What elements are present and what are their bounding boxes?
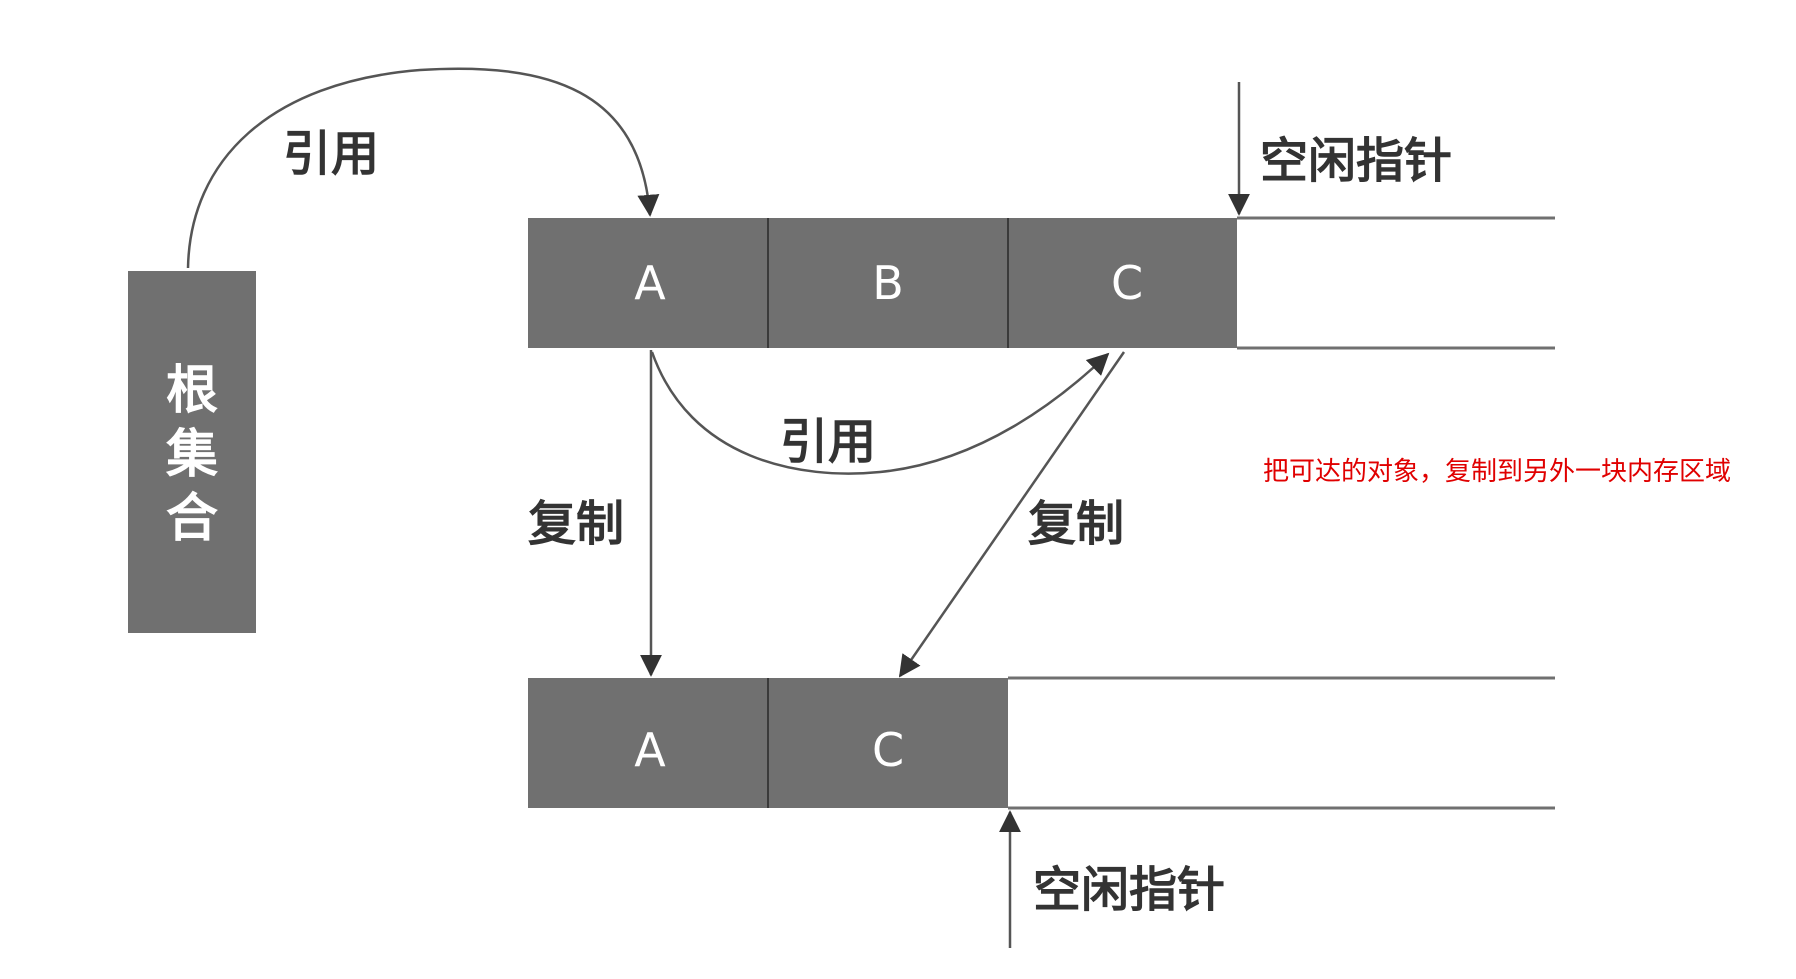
ref-root-to-a-label: 引用 xyxy=(283,126,379,182)
from-space: A B C xyxy=(528,216,1555,350)
root-set-char-2: 集 xyxy=(165,425,218,485)
root-set-box xyxy=(128,271,256,633)
root-set-char-3: 合 xyxy=(166,489,218,549)
copy-a-label: 复制 xyxy=(528,496,624,552)
from-space-cell-b xyxy=(769,218,1008,348)
to-space-cell-c xyxy=(769,678,1008,808)
root-set-char-1: 根 xyxy=(166,361,218,421)
root-set: 根 集 合 xyxy=(128,271,256,633)
ref-root-to-a-arrow xyxy=(186,67,660,269)
from-free-pointer-label: 空闲指针 xyxy=(1260,133,1452,189)
from-space-cell-c-label: C xyxy=(1111,256,1143,310)
from-space-cell-a-label: A xyxy=(634,256,666,310)
copy-c-arrow xyxy=(898,351,1126,678)
from-space-cell-a xyxy=(528,218,768,348)
to-space-cell-a-label: A xyxy=(634,723,666,777)
to-space: A C xyxy=(528,676,1555,810)
annotation-note: 把可达的对象，复制到另外一块内存区域 xyxy=(1263,457,1732,487)
to-free-pointer-label: 空闲指针 xyxy=(1033,862,1225,918)
ref-a-to-c-arrow xyxy=(650,351,1110,475)
from-space-cell-c xyxy=(1009,218,1237,348)
ref-a-to-c-label: 引用 xyxy=(780,414,876,470)
from-space-cell-b-label: B xyxy=(872,256,904,310)
to-space-cell-a xyxy=(528,678,768,808)
copy-c-label: 复制 xyxy=(1028,496,1124,552)
to-space-cell-c-label: C xyxy=(872,723,904,777)
